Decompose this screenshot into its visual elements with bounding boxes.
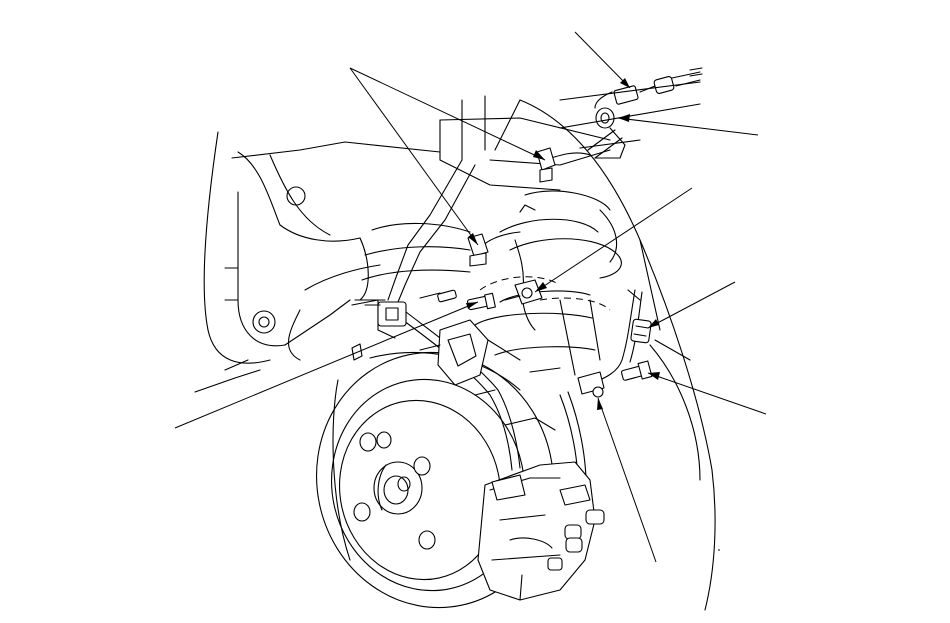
hose-connector-right [630, 318, 652, 344]
strut-and-spring [304, 95, 716, 611]
brake-rotor [316, 351, 554, 609]
brake-caliper [474, 389, 605, 601]
leader-line [349, 67, 479, 246]
wheel-studs [353, 431, 436, 550]
leader-line [349, 67, 546, 161]
hose-joint-top [594, 91, 626, 159]
body-outline-lines [364, 81, 701, 481]
arrowhead [620, 78, 630, 88]
arrowhead [648, 319, 659, 328]
arrowhead [466, 302, 478, 309]
leader-line [647, 372, 767, 415]
suspension-upper-arm [194, 131, 441, 393]
arrowhead [648, 372, 660, 380]
bolt-small-left [419, 289, 457, 303]
leader-line [617, 117, 759, 136]
leader-line [174, 301, 479, 429]
leader-line [597, 397, 657, 563]
leader-line [647, 281, 736, 329]
hose-clamp-lower [577, 371, 605, 398]
bracket-mount [377, 301, 407, 327]
brake-line [399, 129, 643, 501]
leader-line [574, 31, 631, 89]
arrowheads [466, 78, 660, 410]
steering-knuckle [419, 319, 521, 386]
wheel-hub [373, 461, 423, 515]
bolt-left [467, 292, 496, 311]
bolt-right [620, 360, 653, 381]
hose-clip-upper [536, 147, 556, 183]
arrowhead [468, 233, 478, 245]
leader-lines [174, 31, 767, 563]
leader-line [534, 187, 693, 293]
arrowhead [535, 282, 547, 292]
arrowhead [597, 398, 603, 410]
banjo-fitting [504, 279, 543, 305]
arrowhead [533, 150, 545, 160]
